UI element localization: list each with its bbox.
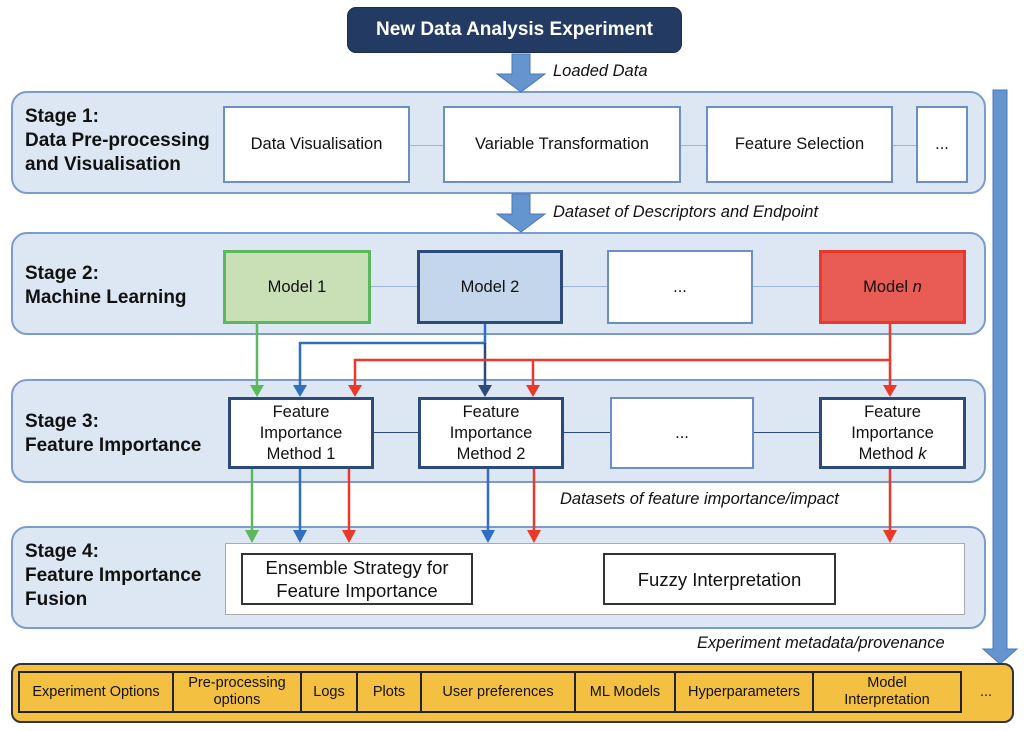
stage-2-title: Stage 2: (25, 263, 99, 284)
stage-3-label: Stage 3: Feature Importance (25, 410, 201, 458)
fuzzy-interpretation-box[interactable]: Fuzzy Interpretation (603, 553, 836, 605)
arrowhead (481, 530, 495, 543)
arrowhead (883, 385, 897, 397)
store-cell-plots[interactable]: Plots (356, 671, 422, 713)
arrowhead (883, 530, 897, 543)
arrowhead (342, 530, 356, 543)
arrowhead (478, 385, 492, 397)
ensemble-line2: Feature Importance (276, 580, 438, 601)
store-cell-user-preferences[interactable]: User preferences (420, 671, 576, 713)
model-interp-line1: Model (867, 675, 907, 691)
dataset-descriptors-label: Dataset of Descriptors and Endpoint (553, 203, 819, 221)
data-visualisation-box[interactable]: Data Visualisation (223, 106, 410, 183)
provenance-arrow (981, 89, 1019, 665)
red-link-1 (353, 324, 892, 388)
arrowhead (526, 385, 540, 397)
stage-1-subtitle-2: and Visualisation (25, 154, 181, 175)
fi-method-k-index: k (918, 444, 927, 463)
stage-2-label: Stage 2: Machine Learning (25, 262, 187, 310)
stage-4-label: Stage 4: Feature Importance Fusion (25, 540, 201, 612)
fi-method-1-box[interactable]: Feature Importance Method 1 (228, 397, 374, 469)
fi-method-1-line3: Method 1 (266, 444, 336, 463)
arrowhead (250, 385, 264, 397)
feature-selection-box[interactable]: Feature Selection (706, 106, 893, 183)
preprocessing-line2: options (213, 692, 261, 708)
fi-method-k-line2: Importance (851, 423, 934, 442)
stage-2-subtitle: Machine Learning (25, 287, 187, 308)
fi-method-2-box[interactable]: Feature Importance Method 2 (418, 397, 564, 469)
variable-transformation-box[interactable]: Variable Transformation (443, 106, 681, 183)
store-cell-preprocessing-options[interactable]: Pre-processing options (172, 671, 302, 713)
fi-method-k-line3: Method k (859, 444, 927, 465)
model-n-index: n (912, 277, 922, 296)
stage-1-title: Stage 1: (25, 106, 99, 127)
store-cell-more[interactable]: ... (979, 684, 993, 700)
ensemble-strategy-box[interactable]: Ensemble Strategy for Feature Importance (241, 553, 473, 605)
arrowhead (245, 530, 259, 543)
connector-line (409, 145, 444, 146)
more-preprocessing-box[interactable]: ... (916, 106, 968, 183)
fi-method-k-text: Method (858, 444, 919, 463)
arrowhead (527, 530, 541, 543)
fi-method-2-line2: Importance (449, 423, 533, 442)
datasets-importance-label: Datasets of feature importance/impact (560, 490, 839, 508)
preprocessing-line1: Pre-processing (188, 675, 286, 691)
loaded-data-arrow (495, 53, 547, 93)
metadata-label: Experiment metadata/provenance (697, 634, 945, 652)
model-2-box[interactable]: Model 2 (417, 250, 563, 324)
store-cell-hyperparameters[interactable]: Hyperparameters (674, 671, 814, 713)
stage-4-subtitle: Feature Importance (25, 565, 202, 586)
model-1-box[interactable]: Model 1 (223, 250, 371, 324)
dataset-arrow (495, 193, 547, 233)
fi-method-1-line2: Importance (259, 423, 343, 442)
arrowhead (293, 385, 307, 397)
connector-line (892, 145, 917, 146)
ensemble-line1: Ensemble Strategy for (265, 557, 449, 578)
more-models-box[interactable]: ... (607, 250, 753, 324)
fi-method-2-line1: Feature (462, 402, 520, 421)
connector-line (752, 286, 820, 287)
fi-method-k-line1: Feature (864, 402, 921, 421)
store-cell-experiment-options[interactable]: Experiment Options (18, 671, 174, 713)
stage-4-subtitle-2: Fusion (25, 589, 88, 610)
fi-method-1-line1: Feature (272, 402, 330, 421)
more-fi-methods-box[interactable]: ... (610, 397, 754, 469)
connector-line (562, 286, 607, 287)
model-n-box[interactable]: Model n (819, 250, 966, 324)
connector-line (373, 432, 419, 433)
connector-line (753, 432, 821, 433)
store-cell-model-interpretation[interactable]: Model Interpretation (812, 671, 962, 713)
connector-line (370, 286, 418, 287)
loaded-data-label: Loaded Data (553, 62, 648, 80)
stage-3-title: Stage 3: (25, 411, 99, 432)
blue-link-1 (298, 324, 487, 388)
connector-line (563, 432, 611, 433)
stage-4-title: Stage 4: (25, 541, 99, 562)
stage-1-subtitle: Data Pre-processing (25, 130, 210, 151)
model-n-label: Model (863, 277, 913, 296)
connector-line (680, 145, 707, 146)
stage-1-label: Stage 1: Data Pre-processing and Visuali… (25, 105, 210, 177)
stage-3-subtitle: Feature Importance (25, 435, 202, 456)
arrowhead (348, 385, 362, 397)
fi-method-2-line3: Method 2 (456, 444, 526, 463)
experiment-title: New Data Analysis Experiment (347, 7, 682, 53)
store-cell-ml-models[interactable]: ML Models (574, 671, 676, 713)
fi-method-k-box[interactable]: Feature Importance Method k (819, 397, 966, 469)
store-cell-logs[interactable]: Logs (300, 671, 358, 713)
arrowhead (293, 530, 307, 543)
model-interp-line2: Interpretation (844, 692, 930, 708)
